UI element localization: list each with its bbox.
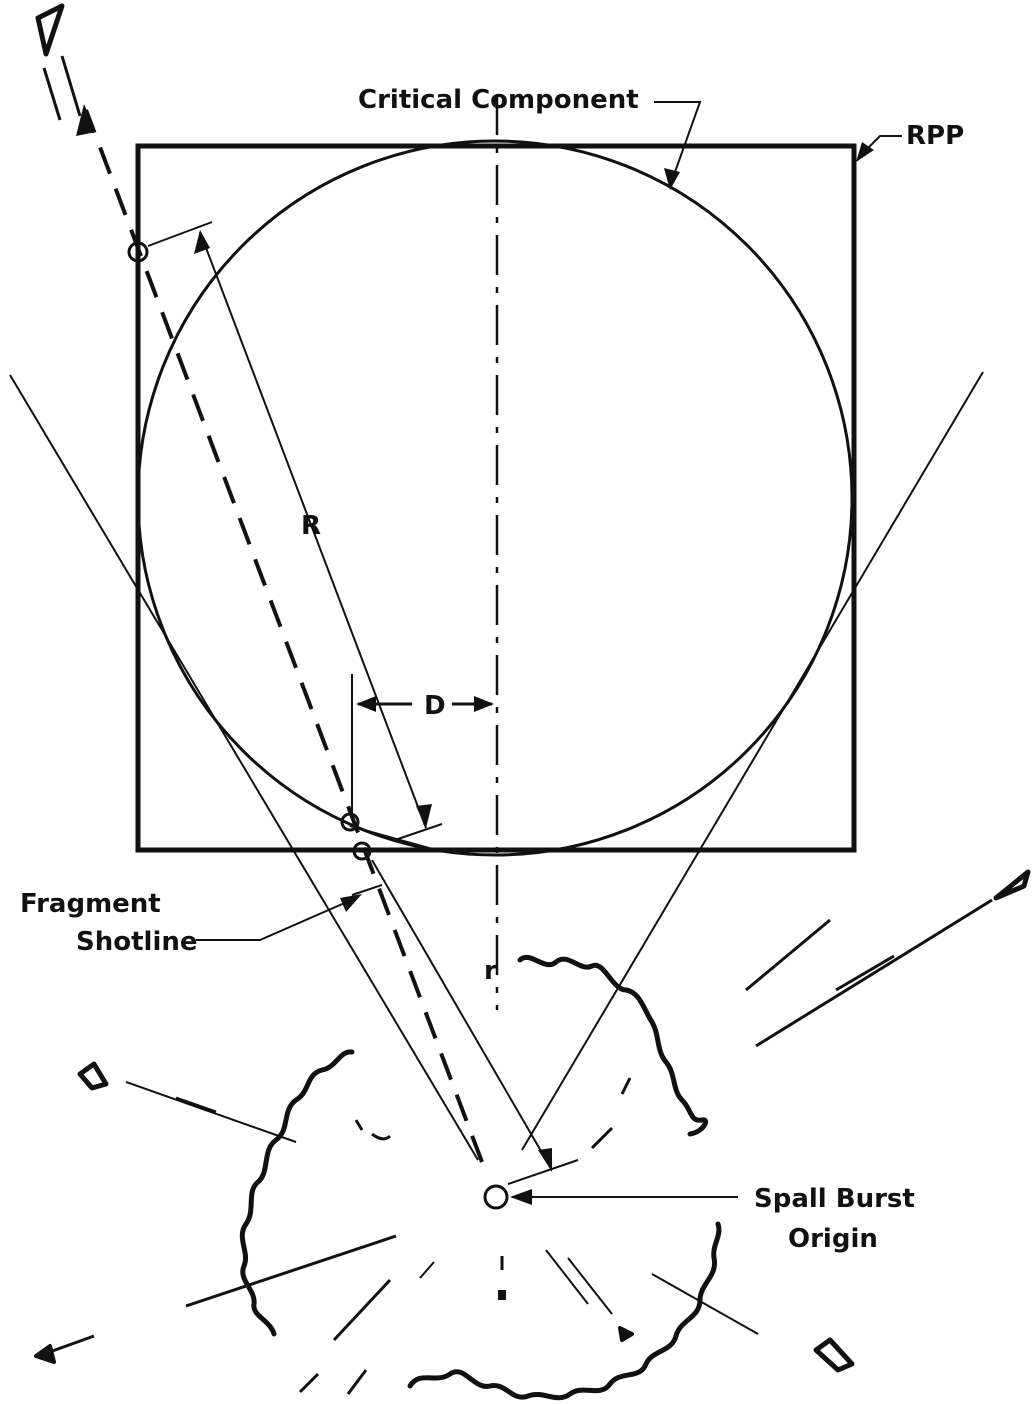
spall-ray-left-1	[125, 1081, 297, 1143]
tangent-line-right	[521, 371, 984, 1151]
label-r: r	[484, 956, 497, 986]
r-extension-bottom	[507, 1159, 579, 1185]
label-critical-component: Critical Component	[358, 85, 639, 115]
spall-ray-left-2	[175, 1096, 217, 1114]
D-arrowhead-left	[356, 696, 376, 712]
spall-ray-right-3	[835, 954, 895, 992]
R-extension-bottom	[394, 823, 443, 841]
R-dimension-line	[199, 231, 427, 829]
fragment-right	[993, 869, 1031, 901]
r-dimension-line	[371, 859, 553, 1171]
tangent-line-left	[9, 374, 479, 1161]
label-spall-line2: Origin	[788, 1224, 878, 1254]
R-extension-top	[147, 221, 213, 247]
label-rpp: RPP	[906, 121, 964, 151]
spall-ray-lower-left	[185, 1234, 397, 1308]
spall-ray-lower-right	[651, 1273, 759, 1335]
entry-chord	[349, 825, 437, 851]
R-arrowhead-top	[194, 230, 210, 254]
label-fragment-line1: Fragment	[20, 889, 161, 919]
shotline-dash-upper2	[42, 67, 62, 121]
spall-ray-inner-4	[567, 1257, 613, 1315]
critical-component-leader	[654, 101, 702, 187]
spall-origin-arrowhead	[510, 1189, 532, 1205]
spall-burst-origin-marker	[483, 1184, 509, 1210]
critical-component-arrowhead	[664, 168, 680, 190]
fragment-leader	[196, 897, 357, 941]
spall-cloud-boundary-bottom	[407, 1221, 722, 1401]
fragment-arrowhead	[340, 894, 362, 912]
label-R: R	[301, 511, 321, 541]
r-entry-point	[352, 841, 372, 861]
r-arrowhead	[538, 1148, 552, 1172]
shotline-arrowhead	[76, 104, 96, 136]
spall-ray-inner-3	[545, 1249, 589, 1305]
spall-ray-bottom-3	[346, 1369, 368, 1395]
spall-mark-left-inner	[354, 1119, 392, 1141]
spall-ray-bottom-1	[298, 1372, 320, 1394]
D-arrowhead-right	[474, 696, 494, 712]
rpp-arrowhead	[856, 142, 874, 162]
label-D: D	[424, 691, 446, 721]
fragment-inner-lower	[618, 1326, 634, 1342]
fragment-lower-right	[813, 1337, 855, 1373]
shotline-entry-point	[340, 812, 360, 832]
shotline-fragment	[35, 3, 65, 57]
spall-ray-bottom-2	[332, 1278, 392, 1342]
spall-ray-inner-1	[590, 1126, 614, 1150]
R-arrowhead-bottom	[416, 804, 432, 828]
fragment-center-down	[498, 1290, 506, 1300]
critical-component-circle	[136, 139, 854, 857]
label-fragment-line2: Shotline	[76, 927, 198, 957]
spall-ray-bottom-4	[419, 1261, 435, 1279]
fragment-shotline	[84, 109, 484, 1163]
fragment-lower-left	[34, 1344, 56, 1364]
shotline-exit-point	[127, 241, 149, 263]
spall-ray-right-1	[745, 918, 831, 992]
spall-cloud-boundary-upper-right	[517, 955, 708, 1137]
label-spall-line1: Spall Burst	[754, 1184, 915, 1214]
shotline-dash-upper	[60, 55, 82, 117]
fragment-left	[77, 1061, 109, 1091]
spall-ray-right-2	[755, 898, 993, 1048]
r-extension-top	[351, 884, 383, 896]
spall-cloud-boundary-left	[239, 1049, 355, 1337]
spall-ray-inner-2	[620, 1077, 632, 1095]
